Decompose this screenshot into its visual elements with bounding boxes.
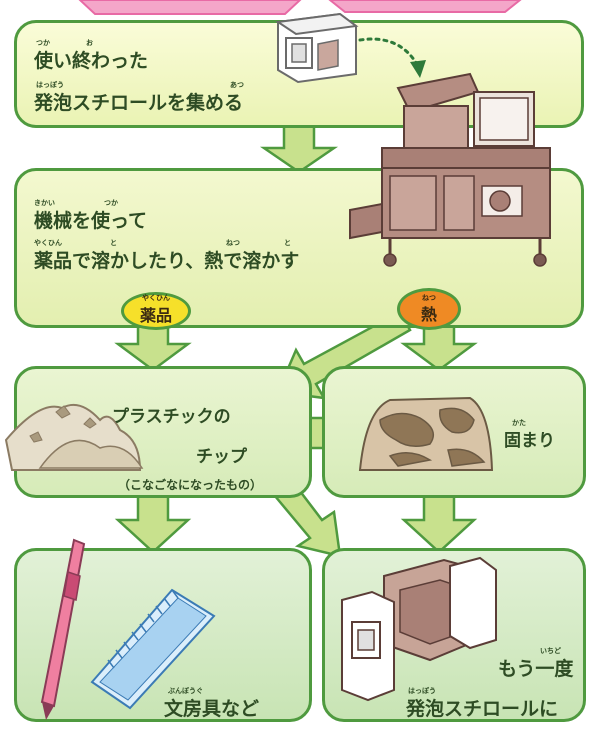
ruby-atsu: あつ bbox=[230, 81, 244, 89]
ruby-happou: はっぽう bbox=[36, 81, 64, 89]
ruby-kikai: きかい bbox=[34, 199, 55, 207]
stationery-label: 文房具など bbox=[164, 698, 260, 720]
step-dissolve-line1: 機械を使って bbox=[34, 210, 148, 232]
chips-label-note: （こなごなになったもの） bbox=[118, 478, 263, 492]
ruby-happou2: はっぽう bbox=[408, 687, 436, 695]
ruby-tsuka: つか bbox=[36, 39, 50, 47]
chips-label-line1: プラスチックの bbox=[112, 407, 231, 427]
chemical-badge: やくひん 薬品 bbox=[121, 292, 191, 330]
step-dissolve-line2: 薬品で溶かしたり、熱で溶かす bbox=[34, 250, 300, 272]
heat-badge: ねつ 熱 bbox=[397, 288, 461, 330]
chemical-badge-label: 薬品 bbox=[139, 306, 172, 325]
foam-again-line1: もう一度 bbox=[498, 658, 574, 680]
ruby-kata: かた bbox=[512, 419, 526, 427]
foam-packaging-icon bbox=[341, 556, 497, 702]
arrow-collect-to-dissolve bbox=[259, 124, 339, 174]
plastic-lump-icon bbox=[358, 396, 494, 471]
ruby-netsu: ねつ bbox=[226, 239, 240, 247]
ruby-ichido: いちど bbox=[540, 647, 561, 655]
recycling-machine-icon bbox=[349, 72, 551, 267]
chips-label-line2: チップ bbox=[196, 447, 247, 467]
heat-badge-label: 熱 bbox=[420, 305, 437, 324]
ruby-yakuhin: やくひん bbox=[34, 239, 62, 247]
chemical-badge-ruby: やくひん bbox=[142, 294, 170, 302]
step-collect-line1: 使い終わった bbox=[34, 50, 149, 72]
ruby-to: と bbox=[110, 239, 117, 247]
arrow-lump-to-foam bbox=[400, 494, 478, 554]
dotted-arrow-icon bbox=[358, 37, 426, 78]
header-banner-decoration bbox=[78, 0, 522, 15]
ruby-to2: と bbox=[284, 239, 291, 247]
step-collect-line2: 発泡スチロールを集める bbox=[34, 92, 244, 114]
ruby-o: お bbox=[86, 39, 93, 47]
plastic-chips-pile-icon bbox=[4, 404, 144, 471]
pink-marker-pen-icon bbox=[40, 538, 86, 720]
ruby-bunbougu: ぶんぼうぐ bbox=[168, 687, 203, 695]
arrow-chips-to-stationery bbox=[114, 494, 192, 554]
blue-ruler-icon bbox=[90, 588, 216, 710]
ruby-tsuka2: つか bbox=[104, 199, 118, 207]
heat-badge-ruby: ねつ bbox=[422, 294, 436, 302]
lump-label: 固まり bbox=[504, 431, 555, 451]
foam-again-line2: 発泡スチロールに bbox=[406, 698, 559, 720]
foam-block-icon bbox=[275, 12, 359, 84]
